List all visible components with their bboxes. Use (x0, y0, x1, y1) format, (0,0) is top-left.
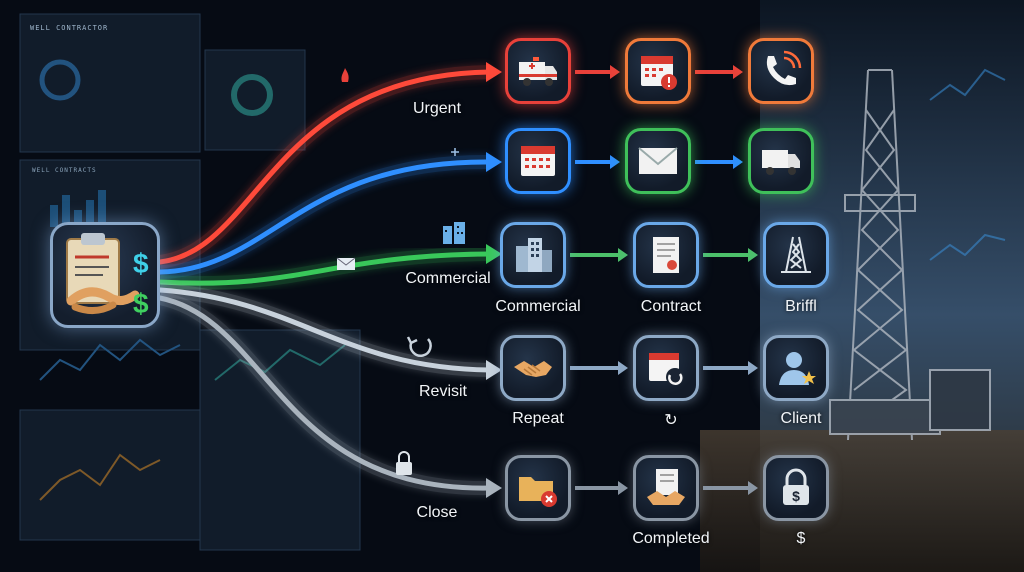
branch-arrowhead (486, 62, 502, 82)
drilling-rig-icon (781, 236, 811, 273)
step-label-refresh: ↻ (664, 412, 678, 429)
fire-alert-icon (341, 68, 349, 82)
branch-arrow (157, 251, 493, 286)
step-folder-cancel[interactable] (505, 455, 571, 521)
step-label-dollar: $ (796, 530, 806, 547)
step-label-commercial: Commercial (495, 298, 581, 315)
step-ambulance[interactable] (505, 38, 571, 104)
step-label-briffl: Briffl (785, 298, 817, 315)
step-connectors (570, 65, 758, 495)
connector-arrowhead (733, 65, 743, 79)
contract-document-icon (653, 237, 679, 273)
connector-arrowhead (748, 248, 758, 262)
svg-text:$: $ (133, 248, 149, 279)
step-truck[interactable] (748, 128, 814, 194)
handshake-icon (514, 361, 552, 377)
handshake-document-icon (647, 469, 685, 505)
step-office-building[interactable] (500, 222, 566, 288)
svg-text:$: $ (133, 288, 149, 319)
connector-arrowhead (748, 361, 758, 375)
calendar-refresh-icon (649, 353, 684, 386)
folder-cancel-icon (519, 477, 557, 507)
step-label-contract: Contract (640, 298, 702, 315)
step-label-repeat: Repeat (512, 410, 564, 427)
hub-node[interactable]: $ $ (50, 222, 160, 328)
ambulance-icon (519, 57, 557, 86)
branch-arrow (157, 287, 493, 373)
connector-arrowhead (618, 481, 628, 495)
ground-background (700, 430, 1024, 572)
branch-arrowhead (486, 152, 502, 172)
svg-text:$: $ (792, 488, 800, 504)
envelope-small-icon (336, 257, 356, 270)
truck-icon (762, 150, 800, 175)
connector-arrowhead (618, 248, 628, 262)
step-label-completed: Completed (632, 530, 710, 547)
calendar-alert-icon (641, 56, 677, 90)
phone-icon (766, 50, 802, 86)
dashboard-subtitle: WELL CONTRACTS (32, 167, 97, 174)
envelope-icon (638, 147, 678, 174)
branch-arrowhead (486, 478, 502, 498)
branch-arrow (157, 295, 493, 491)
step-calendar[interactable] (505, 128, 571, 194)
client-user-icon (779, 352, 816, 385)
refresh-icon (406, 336, 432, 357)
connector-arrowhead (610, 155, 620, 169)
step-calendar-refresh[interactable] (633, 335, 699, 401)
step-envelope[interactable] (625, 128, 691, 194)
branch-arrows (157, 62, 502, 498)
branch-label-urgent: Urgent (412, 100, 462, 117)
drilling-rig-silhouette-icon (829, 69, 991, 441)
step-label-client: Client (780, 410, 822, 427)
step-contract[interactable] (633, 222, 699, 288)
connector-arrowhead (618, 361, 628, 375)
branch-arrow (157, 159, 493, 275)
connector-arrowhead (733, 155, 743, 169)
branch-label-commercial: Commercial (405, 270, 491, 287)
lock-icon (396, 451, 412, 475)
clipboard-handshake-dollar-icon: $ $ (66, 233, 149, 319)
branch-arrow (157, 69, 493, 265)
step-handshake-document[interactable] (633, 455, 699, 521)
step-phone[interactable] (748, 38, 814, 104)
building-icon (443, 222, 465, 244)
branch-label-revisit: Revisit (418, 383, 468, 400)
office-building-icon (516, 238, 552, 272)
branch-label-close: Close (416, 504, 458, 521)
connector-arrowhead (610, 65, 620, 79)
sparkle-icon (451, 148, 459, 156)
step-drilling-rig[interactable] (763, 222, 829, 288)
branch-arrowhead (486, 244, 502, 264)
step-calendar-alert[interactable] (625, 38, 691, 104)
dashboard-title: WELL CONTRACTOR (30, 24, 108, 32)
branch-arrowhead (486, 360, 502, 380)
step-handshake[interactable] (500, 335, 566, 401)
calendar-icon (521, 146, 555, 176)
step-client[interactable] (763, 335, 829, 401)
step-padlock-dollar[interactable]: $ (763, 455, 829, 521)
connector-arrowhead (748, 481, 758, 495)
padlock-dollar-icon: $ (783, 468, 809, 505)
